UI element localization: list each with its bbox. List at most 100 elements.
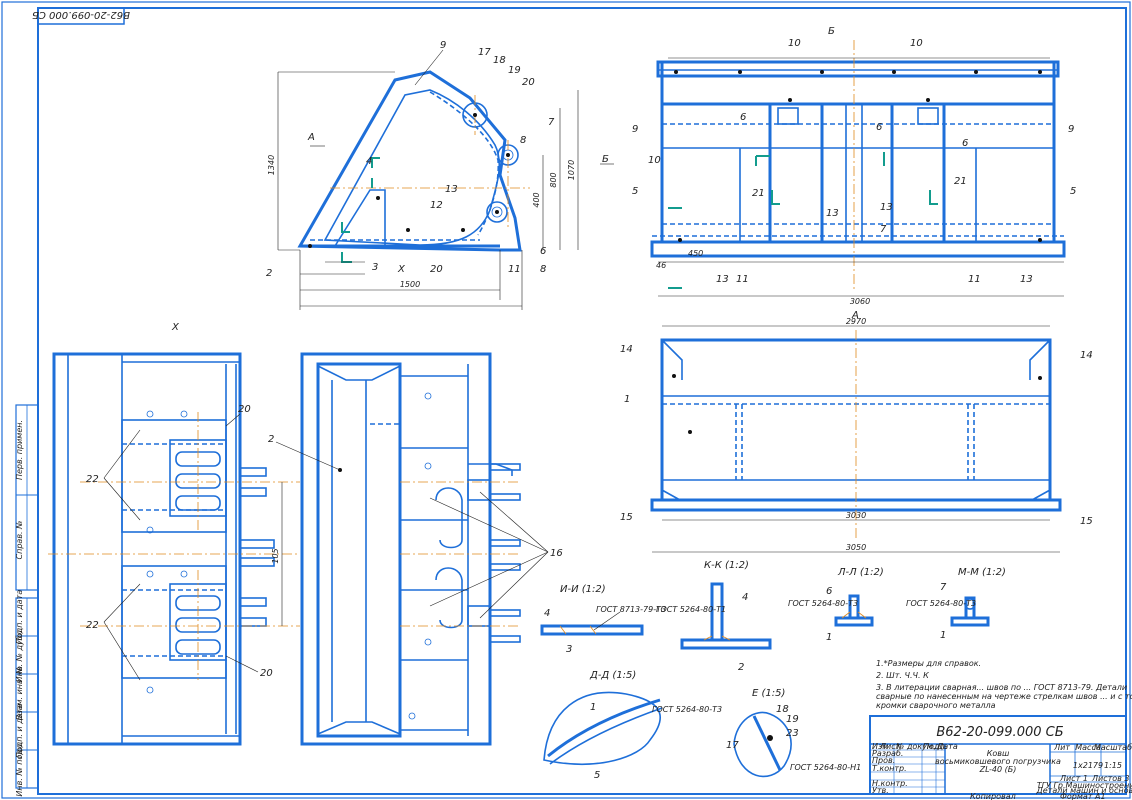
pos-20: 20 [522, 77, 535, 88]
stamp-lit: Лит [1053, 743, 1070, 752]
stamp-col-date: Дата [936, 742, 958, 751]
sidebar-vzam: Взам. инв. № [15, 666, 24, 720]
pos-13c: 13 [1020, 274, 1033, 285]
stamp-col-izm: Изм [872, 742, 888, 751]
stamp-mass-label: Масса [1075, 743, 1101, 752]
note-3: 3. В литерации сварная... швов по ... ГО… [876, 683, 1127, 692]
stamp-name-3: ZL-40 (Б) [979, 765, 1017, 774]
pos-12: 12 [430, 200, 443, 211]
pos-23e: 23 [786, 728, 799, 739]
pos-7mm: 7 [940, 582, 947, 593]
pos-10b: 10 [910, 38, 923, 49]
stamp-row-prov: Пров. [872, 756, 895, 765]
weld-e: ГОСТ 5264-80-Н1 [790, 763, 861, 772]
stamp-code: В62-20-099.000 СБ [936, 725, 1063, 740]
pos-4: 4 [366, 156, 372, 167]
pos-3ii: 3 [566, 644, 572, 655]
pos-5a: 5 [632, 186, 638, 197]
pos-21b: 21 [954, 176, 967, 187]
pos-11b: 11 [968, 274, 981, 285]
view-x-right: 2 16 [268, 352, 563, 746]
rotated-code-text: В62-20-099.000 СБ [32, 9, 130, 20]
pos-4kk: 4 [742, 592, 748, 603]
pos-3: 3 [372, 262, 378, 273]
pos-20b: 20 [430, 264, 443, 275]
view-a: А 2970 3030 3050 14 14 1 15 15 [620, 310, 1093, 553]
section-ll-title: Л-Л (1:2) [837, 567, 884, 578]
section-mm: М-М (1:2) ГОСТ 5264-80-Т3 7 1 [906, 567, 1006, 641]
pos-9a: 9 [632, 124, 638, 135]
stamp-sheets: Листов 3 [1091, 774, 1130, 783]
dim-400: 400 [532, 192, 541, 207]
view-a-mark: А [307, 132, 315, 143]
pos-17: 17 [478, 47, 491, 58]
section-dd: Д-Д (1:5) ГОСТ 5264-80-Т3 1 5 [543, 670, 722, 781]
pos-19e: 19 [786, 714, 799, 725]
dim-46: 46 [656, 261, 666, 270]
pos-21a: 21 [752, 188, 765, 199]
pos-6a: 6 [740, 112, 746, 123]
pos-2b: 2 [268, 434, 274, 445]
stamp-name-2: восьмиковшевого погрузчика [935, 757, 1061, 766]
left-sidebar: Перв. примен. Справ. № Подп. и дата Инв.… [15, 404, 39, 797]
dim-3050: 3050 [846, 543, 866, 552]
view-b-arrow: Б [602, 154, 609, 165]
view-a-title: А [851, 310, 859, 321]
section-e-title: Е (1:5) [752, 688, 785, 699]
section-e: Е (1:5) ГОСТ 5264-80-Н1 18 19 23 17 [726, 688, 861, 778]
stamp-row-nkontr: Н.контр. [872, 779, 908, 788]
note-5: кромки сварочного металла [876, 701, 996, 710]
pos-13: 13 [445, 184, 458, 195]
bottom-copy: Копировал [970, 792, 1016, 800]
pos-9: 9 [440, 40, 446, 51]
view-b: Б 3060 46 450 [600, 26, 1076, 306]
pos-8a: 8 [520, 135, 526, 146]
pos-15a: 15 [620, 512, 633, 523]
pos-4ii: 4 [544, 608, 550, 619]
pos-13b: 13 [880, 202, 893, 213]
side-profile-outer [297, 70, 522, 252]
pos-7: 7 [548, 117, 555, 128]
note-2: 2. Шт. Ч.Ч. К [876, 671, 929, 680]
pos-11: 11 [508, 264, 521, 275]
pos-22b: 22 [86, 620, 99, 631]
section-ll: Л-Л (1:2) ГОСТ 5264-80-Т3 6 1 [788, 567, 884, 643]
stamp-name-1: Ковш [987, 749, 1010, 758]
stamp-col-list: Лист [879, 742, 901, 751]
pos-6ll: 6 [826, 586, 832, 597]
dim-1500: 1500 [400, 280, 420, 289]
dim-2910: 3030 [846, 511, 866, 520]
note-4: сварные по нанесенным на чертеже стрелка… [876, 692, 1132, 701]
pos-2: 2 [266, 268, 272, 279]
pos-15b: 15 [1080, 516, 1093, 527]
pos-20d: 20 [260, 668, 273, 679]
view-x-title: Х [171, 322, 180, 333]
stamp-sheet: Лист 1 [1059, 774, 1088, 783]
dim-800: 800 [549, 172, 558, 187]
pos-14a: 14 [620, 344, 633, 355]
weld-ii: ГОСТ 8713-79-Т3 [596, 605, 666, 614]
pos-10c: 10 [648, 155, 661, 166]
section-dd-title: Д-Д (1:5) [589, 670, 636, 681]
stamp-mass: 1х2179 [1073, 761, 1103, 770]
sidebar-dubl: Инв. № дубл. [15, 628, 24, 683]
pos-13a: 13 [826, 208, 839, 219]
pos-1dd: 1 [590, 702, 596, 713]
pos-1: 1 [624, 394, 630, 405]
sidebar-sign1: Подп. и дата [15, 590, 24, 645]
pos-5dd: 5 [594, 770, 600, 781]
pos-22a: 22 [86, 474, 99, 485]
stamp-scale-label: Масштаб [1094, 743, 1132, 752]
hinge-lower [486, 201, 508, 223]
sidebar-first-use: Перв. примен. [15, 420, 24, 480]
weld-kk: ГОСТ 5264-80-Т1 [656, 605, 726, 614]
pos-13d: 13 [716, 274, 729, 285]
pos-14b: 14 [1080, 350, 1093, 361]
pos-1mm: 1 [940, 630, 946, 641]
pos-6c: 6 [962, 138, 968, 149]
stamp-row-tkontr: Т.контр. [872, 764, 907, 773]
stamp-col-sign: Подп. [923, 742, 947, 751]
tech-notes: 1.*Размеры для справок. 2. Шт. Ч.Ч. К 3.… [876, 659, 1132, 710]
stamp-col-doc: № докум. [895, 742, 935, 751]
